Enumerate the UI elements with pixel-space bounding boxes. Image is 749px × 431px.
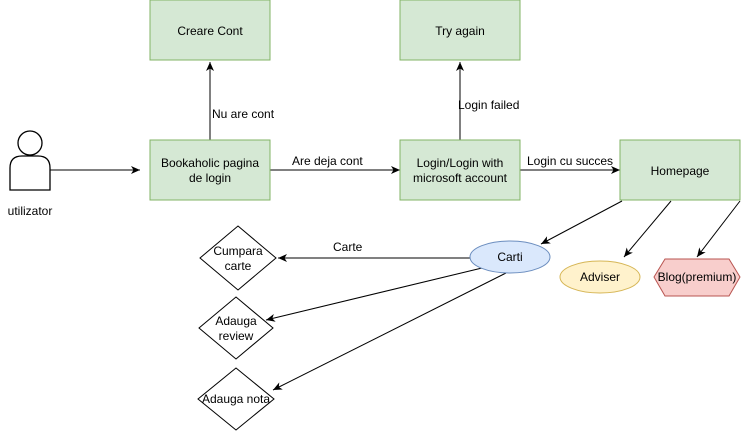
edge-labels: Nu are cont Are deja cont Login failed L… [212,98,613,254]
node-login-page-label-1: Bookaholic pagina [161,156,259,170]
node-login-page[interactable]: Bookaholic pagina de login [149,139,271,201]
node-cumpara-carte-shape [199,225,277,291]
node-login-page-label-2: de login [189,171,231,185]
node-adviser[interactable]: Adviser [559,260,641,294]
node-homepage[interactable]: Homepage [619,139,741,201]
node-carti[interactable]: Carti [469,240,551,274]
edge-carti-review [265,267,483,322]
edge-homepage-adviser [623,200,672,258]
actor-utilizator: utilizator [8,130,53,218]
node-creare-cont[interactable]: Creare Cont [149,0,271,61]
node-login-ms-label-1: Login/Login with [417,156,504,170]
node-login-ms-shape [399,139,521,201]
node-homepage-label: Homepage [651,164,710,178]
node-adauga-review-label-2: review [219,329,254,343]
node-carti-label: Carti [497,250,522,264]
node-adauga-nota[interactable]: Adauga nota [197,367,275,431]
node-adauga-review-label-1: Adauga [215,314,257,328]
edge-label-are-deja-cont: Are deja cont [292,154,363,168]
node-try-again[interactable]: Try again [399,0,521,61]
node-login-ms[interactable]: Login/Login with microsoft account [399,139,521,201]
edges [50,62,741,391]
node-login-page-shape [149,139,271,201]
edge-label-carte: Carte [333,240,363,254]
node-adauga-nota-shape [197,367,275,431]
actor-label: utilizator [8,204,53,218]
node-cumpara-carte[interactable]: Cumpara carte [199,225,277,291]
node-adviser-label: Adviser [580,270,620,284]
node-login-ms-label-2: microsoft account [413,171,508,185]
node-carti-shape [469,240,551,274]
actor-body [9,155,51,191]
node-blog[interactable]: Blog(premium) [653,258,741,297]
edge-label-nu-are-cont: Nu are cont [212,107,275,121]
node-adauga-nota-label: Adauga nota [202,392,270,406]
actor-head [17,130,43,156]
edge-carti-nota [272,272,507,391]
edge-label-login-succes: Login cu succes [527,154,613,168]
node-adauga-review-shape [198,296,274,360]
node-cumpara-carte-label-1: Cumpara [213,244,263,258]
node-creare-cont-shape [149,0,271,61]
node-adviser-shape [559,260,641,294]
node-adauga-review[interactable]: Adauga review [198,296,274,360]
node-cumpara-carte-label-2: carte [225,259,252,273]
edge-homepage-carti [540,200,623,245]
edge-label-login-failed: Login failed [458,98,519,112]
edge-homepage-blog [696,200,741,258]
node-blog-label: Blog(premium) [658,270,737,284]
node-creare-cont-label: Creare Cont [177,24,243,38]
node-homepage-shape [619,139,741,201]
node-try-again-shape [399,0,521,61]
node-blog-shape [653,258,741,297]
node-try-again-label: Try again [435,24,485,38]
